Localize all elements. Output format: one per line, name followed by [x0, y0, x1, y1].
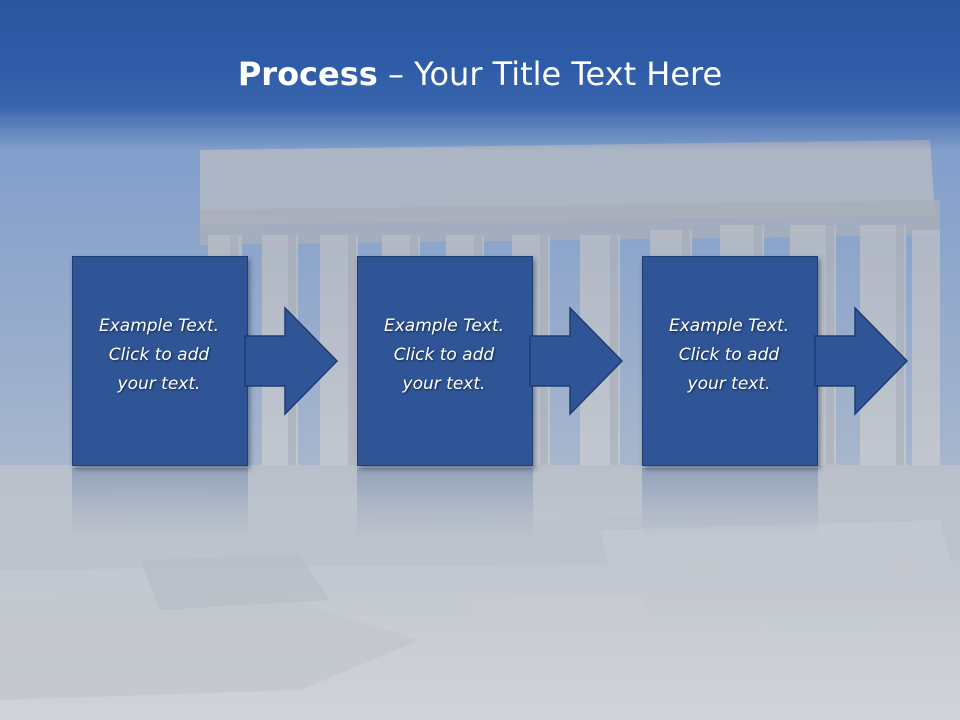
- step-box: [357, 256, 533, 466]
- slide-title[interactable]: Process – Your Title Text Here: [0, 52, 960, 96]
- step-text-line-1: Example Text.: [98, 316, 220, 336]
- step-text-line-1: Example Text.: [668, 316, 790, 336]
- right-arrow-icon: [243, 306, 339, 416]
- title-separator: –: [377, 55, 415, 93]
- step-reflection: [72, 468, 248, 538]
- step-text-line-3: your text.: [687, 374, 771, 394]
- process-step-3[interactable]: Example Text. Click to add your text.: [642, 256, 818, 538]
- step-text-line-2: Click to add: [393, 345, 495, 365]
- right-arrow-icon: [528, 306, 624, 416]
- step-reflection: [357, 468, 533, 538]
- title-bold: Process: [237, 55, 378, 93]
- step-box: [72, 256, 248, 466]
- step-text[interactable]: Example Text. Click to add your text.: [642, 312, 816, 399]
- step-text-line-1: Example Text.: [383, 316, 505, 336]
- right-arrow-icon: [813, 306, 909, 416]
- title-bar: [0, 0, 960, 150]
- step-text-line-2: Click to add: [108, 345, 210, 365]
- step-text[interactable]: Example Text. Click to add your text.: [72, 312, 246, 399]
- process-step-1[interactable]: Example Text. Click to add your text.: [72, 256, 248, 538]
- step-text-line-3: your text.: [402, 374, 486, 394]
- step-box: [642, 256, 818, 466]
- step-text-line-2: Click to add: [678, 345, 780, 365]
- step-text[interactable]: Example Text. Click to add your text.: [357, 312, 531, 399]
- process-step-2[interactable]: Example Text. Click to add your text.: [357, 256, 533, 538]
- step-text-line-3: your text.: [117, 374, 201, 394]
- title-text: Your Title Text Here: [414, 55, 723, 93]
- step-reflection: [642, 468, 818, 538]
